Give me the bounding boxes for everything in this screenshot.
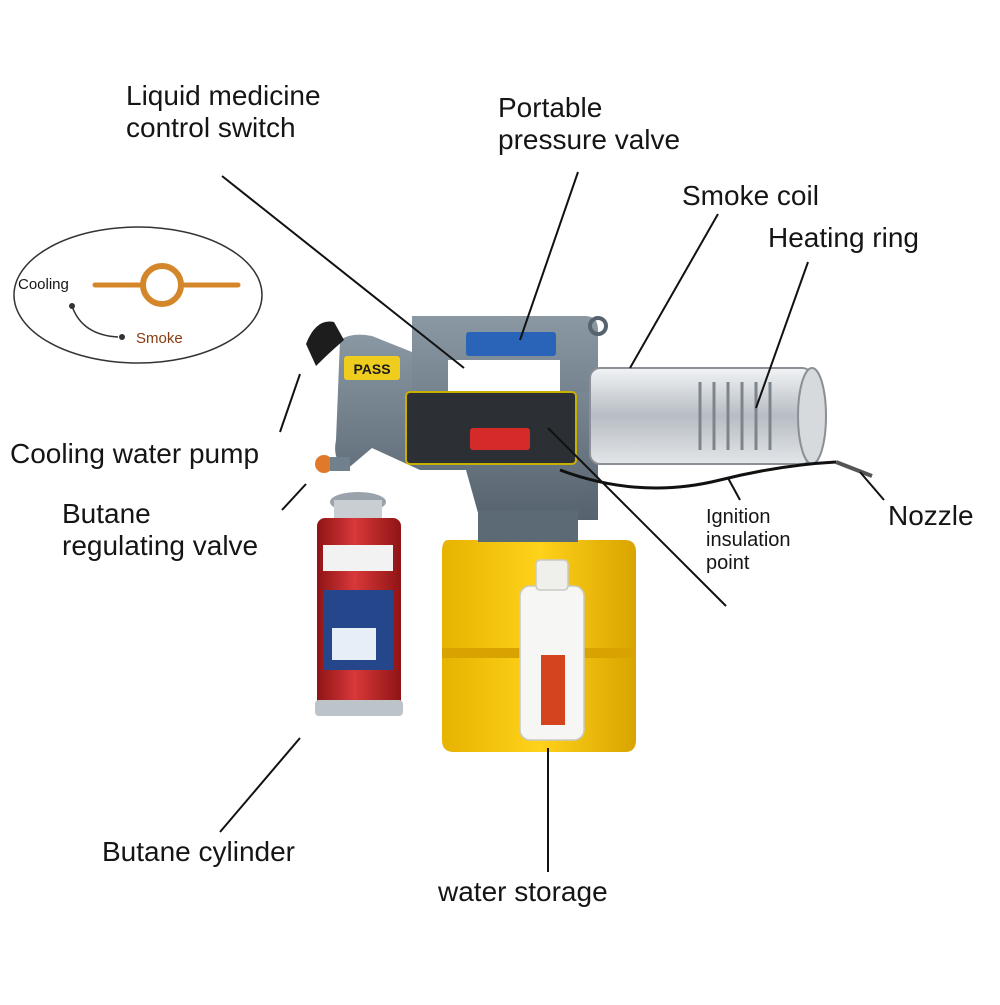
- label-cooling-water-pump: Cooling water pump: [10, 438, 259, 470]
- leader-butane-valve: [282, 484, 306, 510]
- label-butane-cylinder: Butane cylinder: [102, 836, 295, 868]
- label-smoke-coil: Smoke coil: [682, 180, 819, 212]
- pump-knob: [306, 321, 344, 366]
- cylinder-label-panel: [332, 628, 376, 660]
- leader-cooling-pump: [280, 374, 300, 432]
- red-switch: [470, 428, 530, 450]
- inset-label-cooling: Cooling: [18, 276, 69, 294]
- inset-arrow-dot-2: [119, 334, 125, 340]
- label-water-storage: water storage: [438, 876, 608, 908]
- label-ignition-line3: point: [706, 552, 791, 575]
- bottle-neck: [536, 560, 568, 590]
- leader-ignition: [728, 478, 740, 500]
- bottle-label: [541, 655, 565, 725]
- inset-ring: [143, 266, 181, 304]
- label-pressure-valve-line1: Portable: [498, 92, 680, 124]
- leader-cylinder: [220, 738, 300, 832]
- leader-smoke-coil: [630, 214, 718, 368]
- heating-tube-shape: [560, 368, 872, 488]
- cylinder-stripe: [323, 545, 393, 571]
- inset-arrow-dot: [69, 303, 75, 309]
- feed-hose: [560, 462, 836, 488]
- water-tank-shape: [442, 540, 636, 752]
- label-liquid-medicine-switch: Liquid medicine control switch: [126, 80, 321, 144]
- label-ignition-line2: insulation: [706, 529, 791, 552]
- label-liquid-medicine-line1: Liquid medicine: [126, 80, 321, 112]
- label-ignition-line1: Ignition: [706, 506, 791, 529]
- valve-stem: [330, 457, 350, 471]
- tank-neck: [478, 510, 578, 542]
- leader-pressure-valve: [520, 172, 578, 340]
- coil-mouth: [798, 368, 826, 464]
- nozzle-tip: [836, 462, 872, 476]
- device-badge: PASS: [353, 361, 390, 377]
- handle-blue-grip: [466, 332, 556, 356]
- butane-cylinder-shape: [315, 492, 403, 716]
- label-pressure-valve: Portable pressure valve: [498, 92, 680, 156]
- label-butane-valve: Butane regulating valve: [62, 498, 258, 562]
- label-butane-valve-line1: Butane: [62, 498, 258, 530]
- label-nozzle: Nozzle: [888, 500, 974, 532]
- label-pressure-valve-line2: pressure valve: [498, 124, 680, 156]
- label-ignition-point: Ignition insulation point: [706, 506, 791, 575]
- label-heating-ring: Heating ring: [768, 222, 919, 254]
- cylinder-base: [315, 700, 403, 716]
- leader-nozzle: [860, 472, 884, 500]
- label-butane-valve-line2: regulating valve: [62, 530, 258, 562]
- inset-label-smoke: Smoke: [136, 330, 183, 348]
- inset-arrow: [72, 306, 118, 337]
- label-liquid-medicine-line2: control switch: [126, 112, 321, 144]
